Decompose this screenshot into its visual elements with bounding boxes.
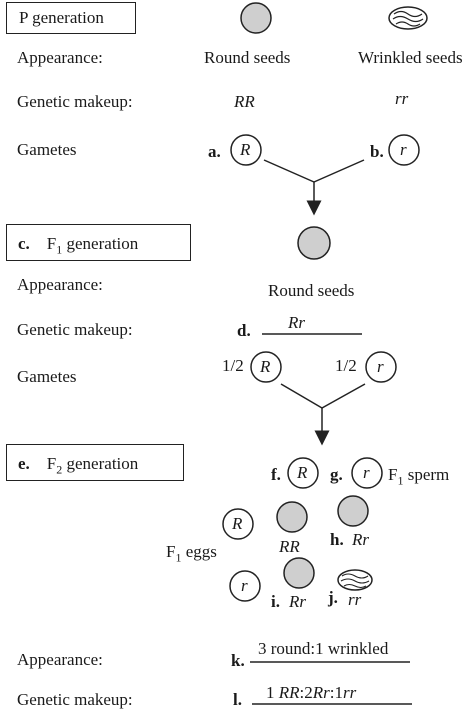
label-d: d. [237, 321, 251, 340]
summary-genetic-label: Genetic makeup: [17, 690, 133, 709]
gamete-a-circle [230, 134, 262, 166]
f2-egg-r-circle [229, 570, 261, 602]
p-merge-arrow [263, 159, 365, 216]
f1-gamete-2-circle [365, 351, 397, 383]
label-e: e. [18, 454, 30, 473]
appearance-ratio: 3 round:1 wrinkled [258, 639, 389, 658]
f1-title-sub: 1 [56, 242, 63, 257]
p-wrinkled-seeds-label: Wrinkled seeds [358, 48, 463, 67]
gr-1: 1 [266, 683, 279, 702]
f1-appearance-label: Appearance: [17, 275, 103, 294]
sperm-f: F [388, 465, 398, 484]
sperm-sub: 1 [397, 473, 404, 488]
f2-egg-R-circle [222, 508, 254, 540]
f2-cell-i: Rr [289, 592, 306, 611]
f2-h-seed-icon [337, 495, 369, 527]
gamete-a-text: R [240, 140, 251, 159]
f1-gametes-label: Gametes [17, 367, 77, 386]
summary-appearance-label: Appearance: [17, 650, 103, 669]
label-j: j. [328, 588, 338, 607]
f2-title-sub: 2 [56, 462, 63, 477]
wrinkled-seed-icon [388, 6, 428, 30]
label-b: b. [370, 142, 384, 161]
f1-title-rest: generation [62, 234, 139, 253]
p-genotype-RR: RR [234, 92, 255, 111]
label-l: l. [233, 690, 242, 709]
gr-6: rr [343, 683, 357, 702]
f2-wrinkled-seed-icon [337, 569, 373, 591]
f1-genetic-makeup-label: Genetic makeup: [17, 320, 133, 339]
p-appearance-label: Appearance: [17, 48, 103, 67]
p-round-seeds-label: Round seeds [204, 48, 291, 67]
round-seed-icon [240, 2, 272, 34]
p-genetic-makeup-label: Genetic makeup: [17, 92, 133, 111]
f1-generation-box [6, 224, 191, 261]
p-generation-box [6, 2, 136, 34]
gamete-b-text: r [400, 140, 407, 159]
f1-genotype: Rr [288, 313, 305, 332]
f1-gamete-1-text: R [260, 357, 271, 376]
label-i: i. [271, 592, 280, 611]
genetic-ratio: 1 RR:2Rr:1rr [266, 683, 356, 703]
f1-sperm-label: F1 sperm [388, 465, 449, 490]
f2-sperm-R-circle [287, 457, 319, 489]
f2-sperm-r-circle [351, 457, 383, 489]
label-a: a. [208, 142, 221, 161]
gr-3: :2 [299, 683, 313, 702]
gr-5: :1 [329, 683, 343, 702]
f2-sperm-r-text: r [363, 463, 370, 482]
f1-gamete-2-text: r [377, 357, 384, 376]
f2-sperm-R-text: R [297, 463, 308, 482]
gamete-b-circle [388, 134, 420, 166]
eggs-rest: eggs [181, 542, 217, 561]
label-f: f. [271, 465, 281, 484]
p-gametes-label: Gametes [17, 140, 77, 159]
f1-half-2: 1/2 [335, 356, 357, 375]
f2-egg-R-text: R [232, 514, 243, 533]
f2-generation-box [6, 444, 184, 481]
f1-generation-title: c. F1 generation [18, 234, 138, 259]
f1-merge-arrow [280, 383, 366, 446]
f1-round-seeds-label: Round seeds [268, 281, 355, 300]
label-h: h. [330, 530, 344, 549]
label-g: g. [330, 465, 343, 484]
f2-rr-seed-icon [276, 501, 308, 533]
f2-cell-RR: RR [279, 537, 300, 556]
p-genotype-rr: rr [395, 89, 409, 108]
eggs-sub: 1 [175, 550, 182, 565]
label-c: c. [18, 234, 30, 253]
f2-cell-j: rr [348, 590, 362, 609]
f2-title-f: F [46, 454, 57, 473]
f2-title-rest: generation [62, 454, 139, 473]
f1-title-f: F [46, 234, 57, 253]
f2-egg-r-text: r [241, 576, 248, 595]
p-generation-title: P generation [19, 8, 104, 27]
gr-2: RR [278, 683, 300, 702]
gr-4: Rr [312, 683, 330, 702]
label-k: k. [231, 651, 245, 670]
f1-eggs-label: F1 eggs [166, 542, 217, 567]
f1-gamete-1-circle [250, 351, 282, 383]
f1-half-1: 1/2 [222, 356, 244, 375]
sperm-rest: sperm [403, 465, 450, 484]
f2-cell-h: Rr [352, 530, 369, 549]
f2-generation-title: e. F2 generation [18, 454, 138, 479]
eggs-f: F [166, 542, 176, 561]
f2-i-seed-icon [283, 557, 315, 589]
f1-round-seed-icon [297, 226, 331, 260]
